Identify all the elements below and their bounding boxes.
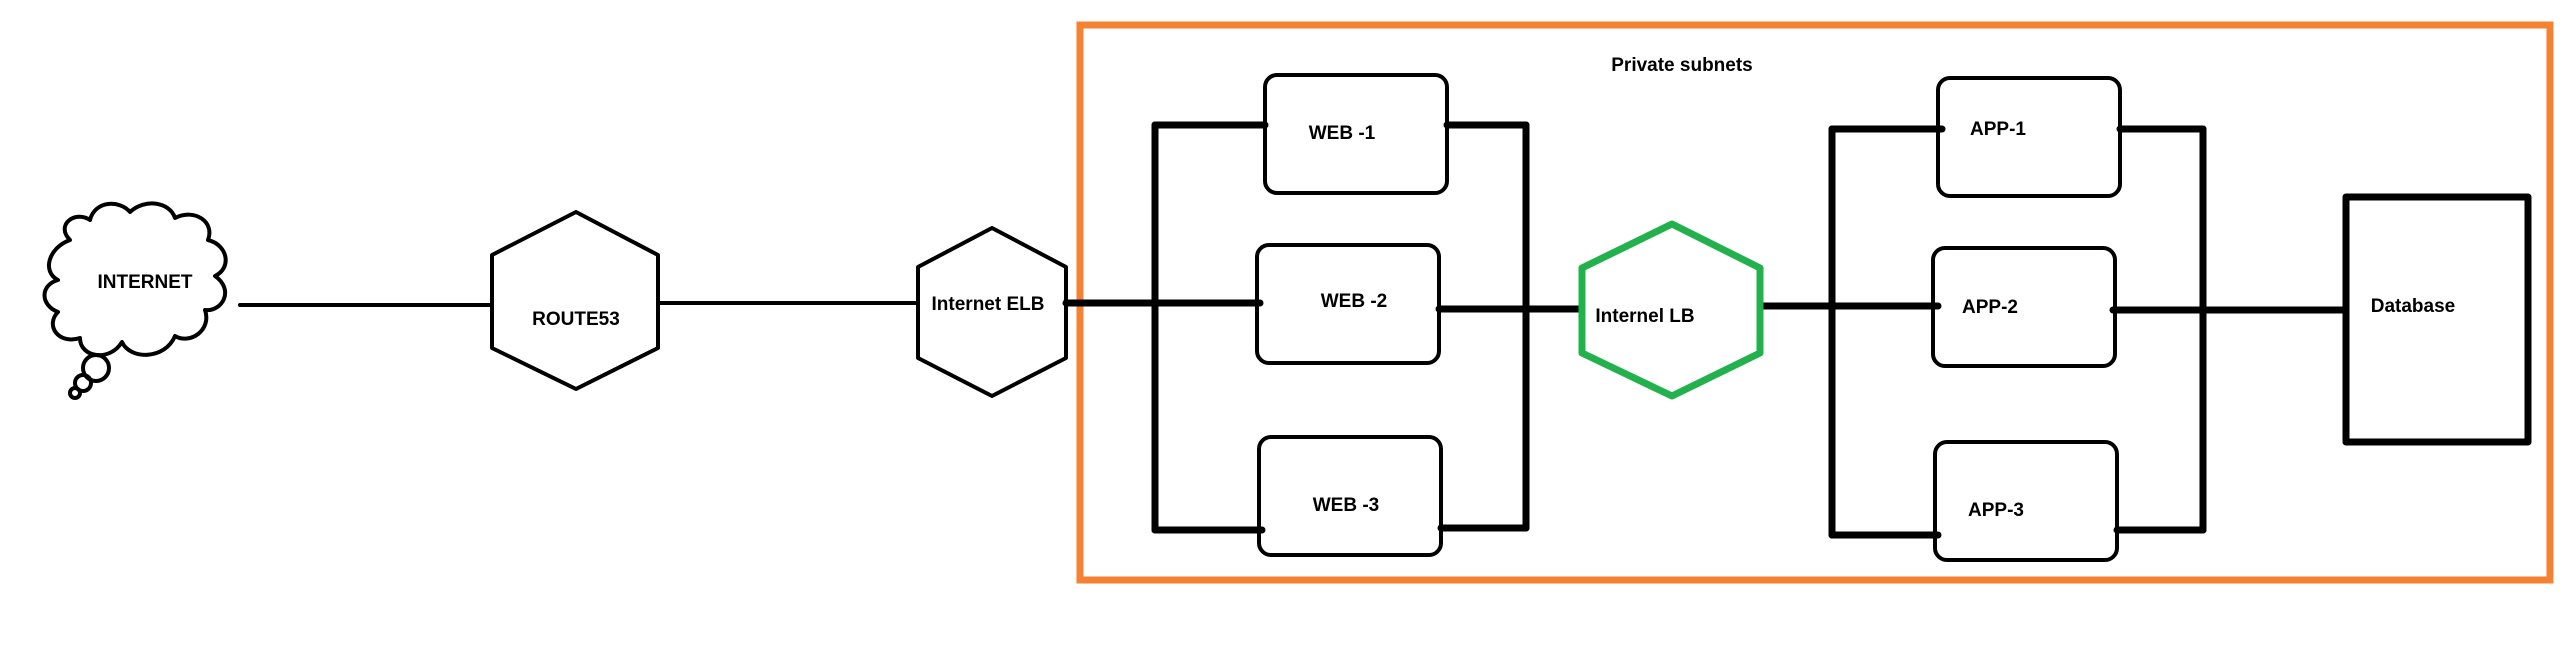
web-3-node: WEB -3 <box>1257 435 1443 557</box>
database-node: Database <box>2342 193 2532 446</box>
connectors <box>238 121 2347 539</box>
app-3-label: APP-3 <box>1968 500 2024 521</box>
web-3-label: WEB -3 <box>1313 495 1380 516</box>
app-2-label: APP-2 <box>1962 297 2018 318</box>
thought-bubble-large <box>81 353 111 383</box>
app-1-label: APP-1 <box>1970 119 2026 140</box>
app-3-box <box>1933 440 2119 562</box>
internet-label: INTERNET <box>98 272 193 293</box>
app-1-node: APP-1 <box>1936 76 2122 198</box>
app-2-node: APP-2 <box>1931 246 2117 368</box>
app-2-box <box>1931 246 2117 368</box>
database-label: Database <box>2371 296 2456 317</box>
internal-lb-node: Internel LB <box>1578 220 1764 400</box>
cloud-icon <box>42 201 228 358</box>
internet-node: INTERNET <box>42 201 228 400</box>
web-1-label: WEB -1 <box>1309 123 1376 144</box>
thought-bubble-small <box>68 386 82 400</box>
route53-hexagon <box>490 210 660 391</box>
web-2-label: WEB -2 <box>1321 291 1388 312</box>
app-3-node: APP-3 <box>1933 440 2119 562</box>
internet-elb-hexagon <box>916 226 1068 398</box>
web-3-box <box>1257 435 1443 557</box>
thought-bubble-medium <box>73 373 93 393</box>
internal-lb-hexagon <box>1578 220 1764 400</box>
private-subnets-label: Private subnets <box>1611 55 1753 76</box>
web-1-box <box>1263 73 1449 195</box>
app-1-box <box>1936 76 2122 198</box>
internet-elb-label: Internet ELB <box>932 294 1045 315</box>
web-2-box <box>1255 243 1441 365</box>
database-box <box>2342 193 2532 446</box>
route53-label: ROUTE53 <box>532 309 620 330</box>
internal-lb-label: Internel LB <box>1595 306 1694 327</box>
route53-node: ROUTE53 <box>490 210 660 391</box>
web-2-node: WEB -2 <box>1255 243 1441 365</box>
web-1-node: WEB -1 <box>1263 73 1449 195</box>
internet-elb-node: Internet ELB <box>916 226 1068 398</box>
